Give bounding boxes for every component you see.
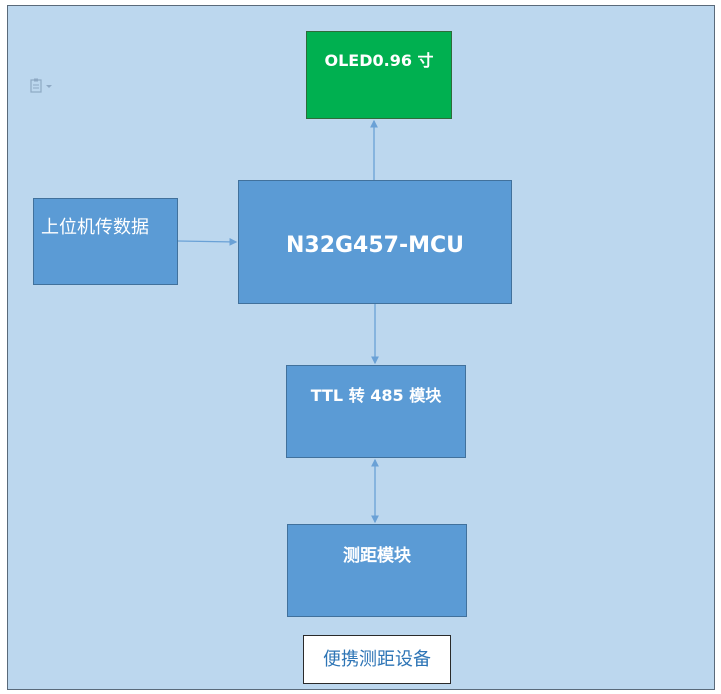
ranging-module-label: 测距模块 xyxy=(343,546,411,566)
oled-display-label: OLED0.96 寸 xyxy=(324,51,434,70)
diagram-caption: 便携测距设备 xyxy=(303,635,451,684)
oled-display-box: OLED0.96 寸 xyxy=(306,31,452,119)
ttl-485-module-label: TTL 转 485 模块 xyxy=(310,386,442,405)
mcu-box: N32G457-MCU xyxy=(238,180,512,304)
host-data-box: 上位机传数据 xyxy=(33,198,178,285)
host-data-label: 上位机传数据 xyxy=(41,217,149,238)
ttl-485-module-box: TTL 转 485 模块 xyxy=(286,365,466,458)
ranging-module-box: 测距模块 xyxy=(287,524,467,617)
mcu-label: N32G457-MCU xyxy=(285,233,465,258)
paste-options-icon[interactable] xyxy=(30,78,60,94)
